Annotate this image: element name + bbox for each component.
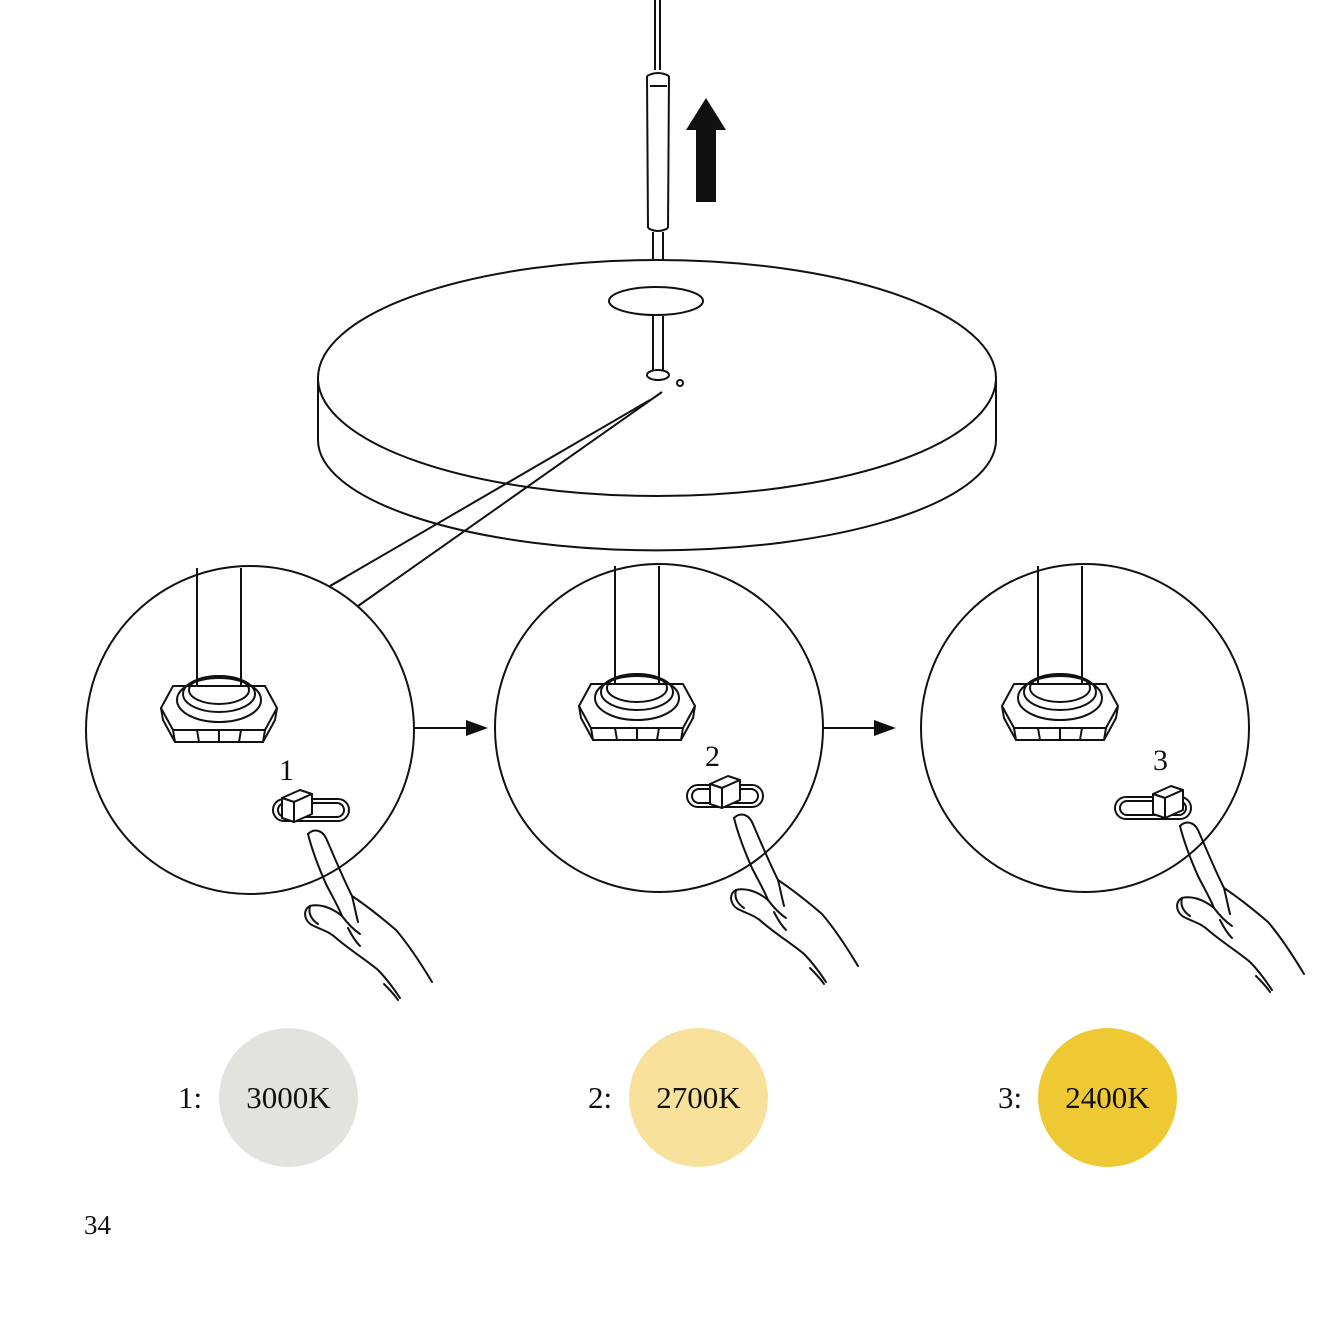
arrow-right-icon bbox=[414, 720, 488, 736]
step-number-2: 2 bbox=[705, 740, 720, 773]
detail-2-contents: 2 bbox=[578, 565, 764, 809]
setting-label: 1: bbox=[178, 1080, 203, 1115]
page-number: 34 bbox=[84, 1210, 111, 1240]
setting-label: 3: bbox=[998, 1080, 1023, 1115]
color-swatch: 2700K bbox=[629, 1028, 768, 1167]
detail-3-contents: 3 bbox=[1001, 565, 1192, 820]
arrow-right-icon bbox=[823, 720, 896, 736]
color-temperature: 3000K bbox=[246, 1079, 331, 1115]
color-temperature: 2400K bbox=[1065, 1079, 1150, 1115]
suspension-cable bbox=[646, 0, 670, 296]
zoom-callout bbox=[329, 391, 663, 607]
arrow-up-icon bbox=[686, 98, 726, 202]
step-number-3: 3 bbox=[1153, 744, 1168, 777]
detail-1-contents: 1 bbox=[160, 567, 350, 823]
color-temperature: 2700K bbox=[656, 1079, 741, 1115]
lamp-disc bbox=[317, 259, 997, 552]
setting-label: 2: bbox=[588, 1080, 613, 1115]
color-swatch: 3000K bbox=[219, 1028, 358, 1167]
color-swatch: 2400K bbox=[1038, 1028, 1177, 1167]
step-number-1: 1 bbox=[279, 754, 294, 787]
